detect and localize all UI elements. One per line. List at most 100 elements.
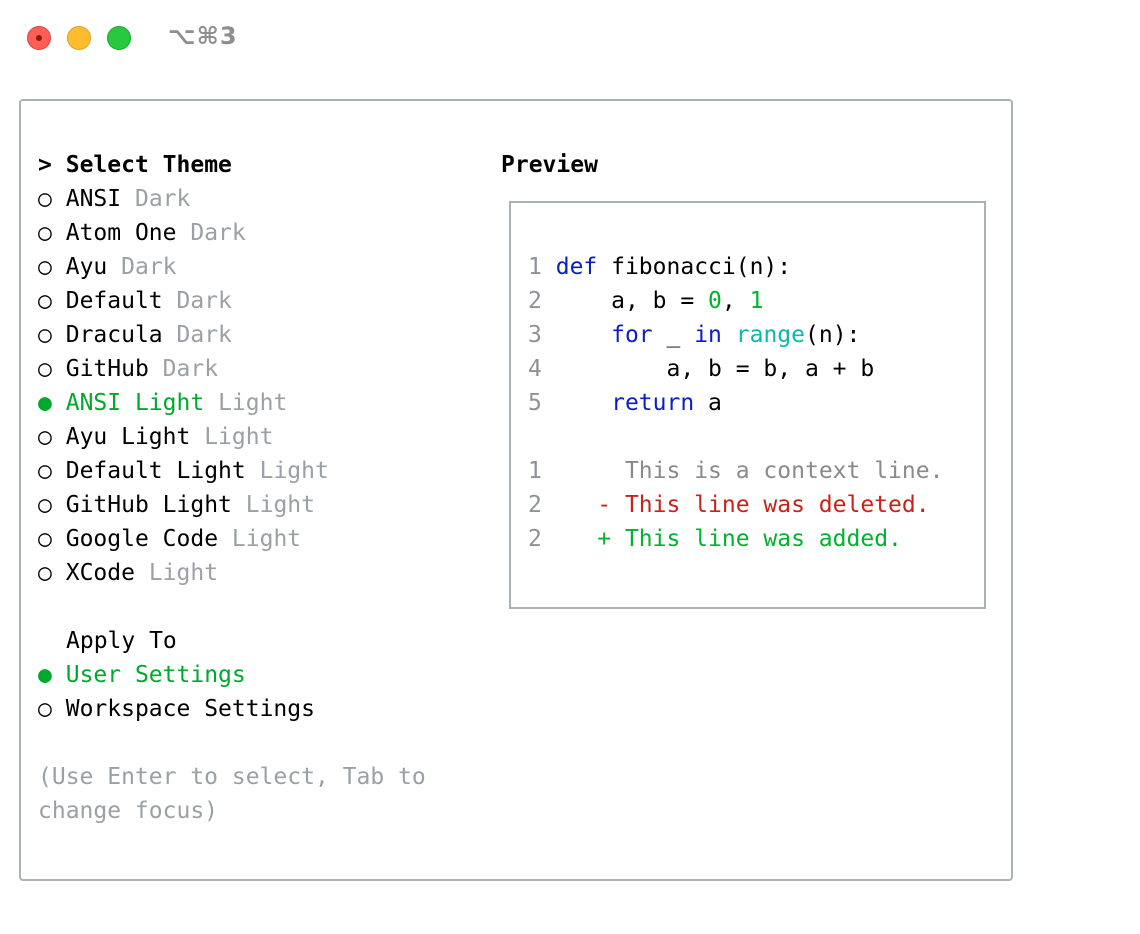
- radio-empty-icon: ○: [38, 526, 52, 552]
- theme-option-ansi-dark[interactable]: ○ ANSI Dark: [38, 182, 190, 216]
- keyword: def: [555, 254, 598, 280]
- help-text-line-2: change focus): [38, 798, 219, 824]
- theme-option-default-dark[interactable]: ○ Default Dark: [38, 284, 232, 318]
- keyword: return: [611, 390, 695, 416]
- code-text: a, b =: [611, 288, 709, 314]
- focus-prompt-icon: >: [38, 152, 52, 178]
- line-number: 2: [528, 526, 542, 552]
- line-number: 1: [528, 458, 542, 484]
- preview-box: [509, 201, 986, 609]
- close-window-button[interactable]: [27, 26, 51, 50]
- code-line-1: 1 def fibonacci(n):: [528, 250, 791, 284]
- radio-empty-icon: ○: [38, 356, 52, 382]
- diff-context-text: This is a context line.: [624, 458, 944, 484]
- theme-variant: Light: [148, 560, 219, 586]
- code-line-4: 4 a, b = b, a + b: [528, 352, 874, 386]
- theme-name: GitHub: [65, 356, 149, 382]
- line-number: 3: [528, 322, 542, 348]
- theme-name-selected: ANSI Light: [65, 390, 205, 416]
- theme-name: Google Code: [65, 526, 219, 552]
- theme-variant: Light: [245, 492, 315, 518]
- builtin-function: range: [735, 322, 806, 348]
- number-literal: 1: [749, 288, 764, 314]
- radio-empty-icon: ○: [38, 288, 52, 314]
- diff-deleted-line: 2 - This line was deleted.: [528, 488, 930, 522]
- theme-variant: Light: [204, 424, 274, 450]
- theme-option-github-light[interactable]: ○ GitHub Light Light: [38, 488, 315, 522]
- radio-empty-icon: ○: [38, 322, 52, 348]
- code-text: a, b = b, a + b: [666, 356, 875, 382]
- theme-option-ayu-light[interactable]: ○ Ayu Light Light: [38, 420, 273, 454]
- window-titlebar: ⌥⌘3: [0, 0, 1140, 76]
- theme-option-google-code-light[interactable]: ○ Google Code Light: [38, 522, 301, 556]
- theme-name: Dracula: [65, 322, 163, 348]
- theme-variant: Dark: [134, 186, 191, 212]
- radio-filled-icon: ●: [38, 390, 52, 416]
- theme-option-xcode-light[interactable]: ○ XCode Light: [38, 556, 218, 590]
- code-text: ,: [721, 288, 750, 314]
- theme-option-default-light[interactable]: ○ Default Light Light: [38, 454, 329, 488]
- code-line-3: 3 for _ in range(n):: [528, 318, 860, 352]
- theme-variant: Dark: [176, 288, 232, 314]
- apply-option-workspace-settings[interactable]: ○ Workspace Settings: [38, 692, 315, 726]
- theme-name: Default: [65, 288, 163, 314]
- code-line-5: 5 return a: [528, 386, 722, 420]
- line-number: 4: [528, 356, 542, 382]
- diff-added-text: + This line was added.: [597, 526, 902, 552]
- theme-variant: Dark: [190, 220, 246, 246]
- line-number: 5: [528, 390, 542, 416]
- radio-empty-icon: ○: [38, 424, 52, 450]
- theme-variant: Light: [259, 458, 329, 484]
- radio-empty-icon: ○: [38, 186, 52, 212]
- apply-to-heading: Apply To: [66, 628, 177, 654]
- diff-added-line: 2 + This line was added.: [528, 522, 902, 556]
- apply-option-label: Workspace Settings: [65, 696, 315, 722]
- code-text: a: [694, 390, 722, 416]
- theme-variant: Light: [218, 390, 288, 416]
- theme-name: Ayu Light: [65, 424, 191, 450]
- radio-empty-icon: ○: [38, 696, 52, 722]
- radio-empty-icon: ○: [38, 492, 52, 518]
- theme-name: GitHub Light: [65, 492, 232, 518]
- window-title: ⌥⌘3: [168, 22, 238, 50]
- line-number: 2: [528, 492, 542, 518]
- radio-empty-icon: ○: [38, 560, 52, 586]
- theme-name: Ayu: [65, 254, 108, 280]
- theme-variant: Dark: [176, 322, 232, 348]
- theme-option-atom-one-dark[interactable]: ○ Atom One Dark: [38, 216, 246, 250]
- theme-option-github-dark[interactable]: ○ GitHub Dark: [38, 352, 218, 386]
- diff-deleted-text: - This line was deleted.: [597, 492, 930, 518]
- theme-option-ayu-dark[interactable]: ○ Ayu Dark: [38, 250, 177, 284]
- radio-empty-icon: ○: [38, 220, 52, 246]
- select-theme-heading: Select Theme: [65, 152, 232, 178]
- code-text: (n):: [805, 322, 861, 348]
- zoom-window-button[interactable]: [107, 26, 131, 50]
- help-text-line-1: (Use Enter to select, Tab to: [38, 764, 426, 790]
- diff-context-line: 1 This is a context line.: [528, 454, 943, 488]
- theme-heading-row: > Select Theme: [38, 148, 232, 182]
- theme-option-ansi-light[interactable]: ● ANSI Light Light: [38, 386, 287, 420]
- code-line-2: 2 a, b = 0, 1: [528, 284, 763, 318]
- keyword: for: [611, 322, 653, 348]
- theme-variant: Dark: [121, 254, 177, 280]
- code-text: [722, 322, 736, 348]
- theme-name: Atom One: [65, 220, 177, 246]
- code-text: _: [652, 322, 695, 348]
- theme-name: XCode: [65, 560, 135, 586]
- minimize-window-button[interactable]: [67, 26, 91, 50]
- preview-heading: Preview: [501, 152, 598, 178]
- radio-filled-icon: ●: [38, 662, 52, 688]
- radio-empty-icon: ○: [38, 254, 52, 280]
- radio-empty-icon: ○: [38, 458, 52, 484]
- theme-variant: Light: [231, 526, 302, 552]
- line-number: 1: [528, 254, 542, 280]
- apply-option-user-settings[interactable]: ● User Settings: [38, 658, 246, 692]
- theme-option-dracula-dark[interactable]: ○ Dracula Dark: [38, 318, 232, 352]
- keyword: in: [694, 322, 722, 348]
- line-number: 2: [528, 288, 542, 314]
- apply-option-label-selected: User Settings: [65, 662, 246, 688]
- theme-variant: Dark: [162, 356, 219, 382]
- number-literal: 0: [708, 288, 722, 314]
- theme-dialog-panel: [19, 99, 1013, 881]
- theme-name: ANSI: [65, 186, 122, 212]
